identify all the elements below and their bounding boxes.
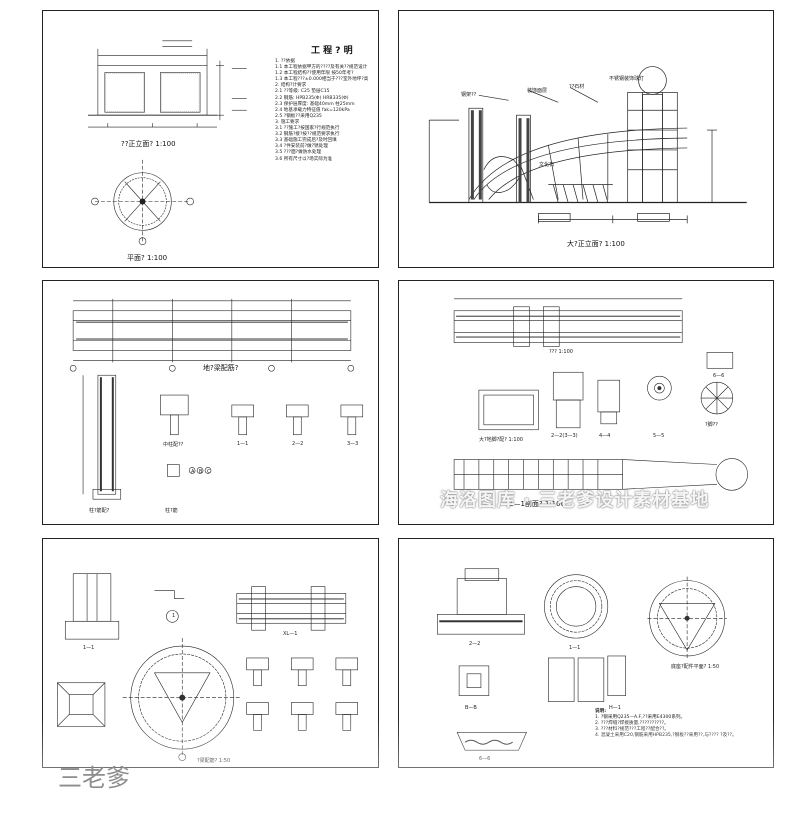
round-column-plan <box>91 159 194 245</box>
note-line: 1. ??依据 <box>275 59 295 64</box>
elevation-caption: 大?正立面? 1:100 <box>567 240 625 248</box>
label-finish: 装饰面层 <box>527 88 548 94</box>
axis-label-b: B <box>199 469 203 475</box>
column-caption: 柱?筋配? <box>89 508 110 514</box>
note-line: 3.1 ??施工?按国家?行规范执行 <box>275 126 340 132</box>
note-line: 2. 结构?计要求 <box>275 83 307 89</box>
note-line: 2.2 钢筋: HPB235(Φ) HRB335(Φ) <box>275 95 349 101</box>
front-caption: 大?地脚?配? 1:100 <box>479 437 523 443</box>
sheet-base-details: 2—2 1—1 H—1 B—B 6—6 底座?配件平面? 1:50 说明: 1.… <box>398 538 774 768</box>
label-culture-stone: 文化石 <box>539 162 555 168</box>
note-line: 3.5 ???面?做防水处理 <box>275 150 322 156</box>
section-5-5: 5—5 <box>653 433 665 439</box>
mid-column-caption: 中柱配?? <box>163 442 184 448</box>
axis-label-a: A <box>191 469 195 475</box>
watermark: 海洛图库 · 三老爹设计素材基地 <box>440 490 710 511</box>
sheet4-drawing <box>453 298 748 491</box>
note-line: 3.3 基础施工完成后?及时回填 <box>275 138 337 144</box>
section-1-1: 1—1 <box>569 645 581 651</box>
note-line: 1.2 本工程结构??使用年限 按50年考? <box>275 71 354 77</box>
note-line: 3.4 ?件安装前?做?锈处理 <box>275 144 328 150</box>
section-6-6: 6—6 <box>713 373 725 379</box>
axis-label: 1 <box>172 613 176 619</box>
note-line: 3. 施工要求 <box>275 119 300 125</box>
section-label-2: 2—2 <box>292 441 304 447</box>
note-line: 2.4 地基承载力特征值 fak=120kPa <box>275 107 350 113</box>
signature: 三老爹 <box>58 764 130 792</box>
section-b-b: B—B <box>465 705 477 711</box>
long-section-caption: 1—1剖面? 1:100 <box>509 500 566 508</box>
sheet5-drawing <box>57 573 359 761</box>
note-line: 1.3 本工程???±0.000相当于???室外地坪?高 <box>275 77 369 83</box>
structural-notes: 1. ??依据 1.1 本工程依据甲方的????及有关??规范设计 1.2 本工… <box>275 59 368 163</box>
beam-caption: 地?梁配筋? <box>203 364 239 372</box>
notes-title: 说明: <box>595 709 607 714</box>
section-4-4: 4—4 <box>599 433 611 439</box>
section-h-1: H—1 <box>609 705 621 711</box>
sheet-structural-notes: ??正立面? 1:100 平面? 1:100 工 程 ? 明 1. ??依据 1… <box>42 10 379 268</box>
sheet-foundation-sections: ??? 1:100 大?地脚?配? 1:100 2—2(3—3) 4—4 5—5… <box>398 280 774 525</box>
sheet-beam-reinforcement: 地?梁配筋? 中柱配?? 1—1 2—2 3—3 A B C 柱?筋 柱?筋配? <box>42 280 379 525</box>
note-line: 4. 混凝土采用C20,钢筋采用HPB235,?钢板??采用??,与???? ?… <box>595 733 737 739</box>
section-label-1: 1—1 <box>237 441 249 447</box>
top-caption: ??? 1:100 <box>549 349 573 355</box>
ring-beam-caption: ?梁配筋? 1:50 <box>197 758 231 764</box>
note-line: 2.1 ??等级: C25 垫层C15 <box>275 89 330 95</box>
sheet-gate-elevation: 钢架?? 装饰面层 ??石材 不锈钢装饰球灯 文化石 大?正立面? 1:100 <box>398 10 774 268</box>
note-line: 3.6 所有尺寸以?场实际为准 <box>275 156 333 162</box>
sheet3-drawing <box>69 298 364 500</box>
note-line: 2.3 保护层厚度: 基础40mm 柱25mm <box>275 101 355 107</box>
sheet-ring-beam: 1—1 1 XL—1 ?梁配筋? 1:50 <box>42 538 379 768</box>
plan-caption: 平面? 1:100 <box>127 254 168 262</box>
sheet2-drawing <box>428 66 747 224</box>
section-label-3: 3—3 <box>347 441 359 447</box>
section-2-2: 2—2(3—3) <box>551 433 578 439</box>
elevation-caption: ??正立面? 1:100 <box>121 140 176 148</box>
base-caption: 柱?筋 <box>165 508 178 514</box>
gate-elevation-sketch <box>87 40 247 128</box>
label-steel-frame: 钢架?? <box>461 92 477 98</box>
note-line: 2.5 ?钢板??采用Q235 <box>275 113 322 119</box>
axis-label-c: C <box>207 469 211 475</box>
notes-title: 工 程 ? 明 <box>311 46 353 56</box>
section-label: 1—1 <box>83 645 95 651</box>
section-6-6: 6—6 <box>479 756 491 762</box>
note-line: 1.1 本工程依据甲方的????及有关??规范设计 <box>275 65 368 71</box>
plan-caption: ?脚?? <box>705 422 718 428</box>
label-lamp: 不锈钢装饰球灯 <box>609 76 645 82</box>
base-plan-caption: 底座?配件平面? 1:50 <box>671 664 720 670</box>
sheet1-drawing <box>87 40 247 245</box>
base-notes: 说明: 1. ?钢采用Q235—A.F,??采用E4300系列。 2. ???焊… <box>595 709 737 739</box>
section-2-2: 2—2 <box>469 641 481 647</box>
label-stone: ??石材 <box>569 84 585 90</box>
note-line: 3.2 钢筋?接?按??规范要求执行 <box>275 132 340 138</box>
beam-label: XL—1 <box>283 631 298 637</box>
